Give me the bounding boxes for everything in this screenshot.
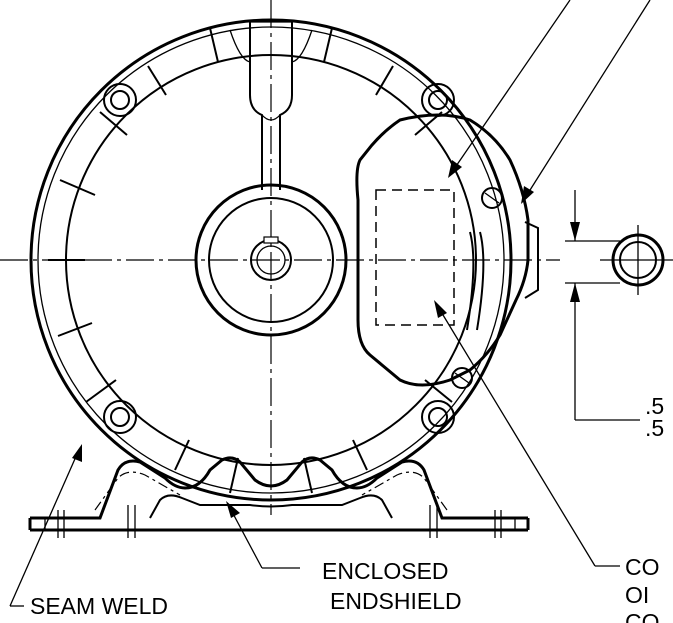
nameplate-outline [375,189,455,326]
label-co-2: OI [625,582,649,608]
conduit-box [355,113,539,389]
label-enclosed: ENCLOSED [322,558,449,584]
dimension-lines [565,190,640,421]
bolt-hole-top-left [103,83,137,117]
mounting-base [28,456,530,538]
frame-outer-circle [29,18,513,502]
label-co-3: CO [625,609,660,623]
bolt-hole-bottom-right [421,400,455,434]
leader-lines [9,0,651,607]
label-dim-2: .5 [645,415,664,441]
top-rib [229,21,313,190]
screw-bottom [451,367,473,389]
shaft-hub [194,183,348,337]
bolt-hole-bottom-left [103,400,137,434]
label-endshield: ENDSHIELD [330,588,462,614]
label-co-1: CO [625,554,660,580]
screw-top [481,187,503,209]
label-seam-weld: SEAM WELD [30,593,168,619]
shaft-end-view [600,225,673,295]
label-dim-1: .5 [645,393,664,419]
